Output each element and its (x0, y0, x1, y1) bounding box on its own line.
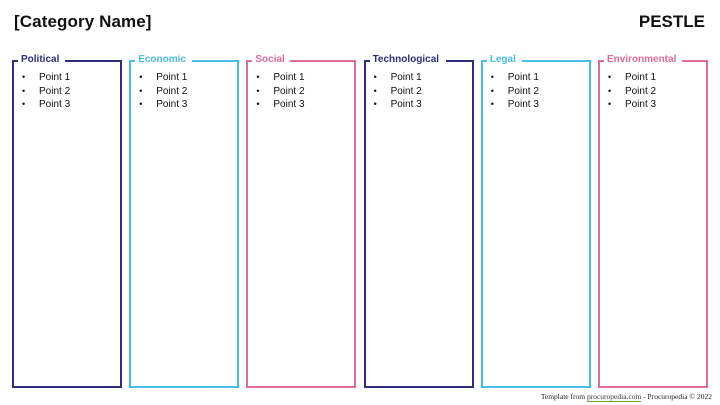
bullet-icon: • (373, 99, 377, 109)
point-text: Point 1 (507, 72, 539, 83)
pestle-box-technological: Technological • Point 1 • Point 2 • Point 3 (363, 54, 474, 388)
list-item: • Point 1 (491, 71, 539, 85)
point-list: • Point 1 • Point 2 • Point 3 (22, 71, 70, 112)
category-label: Economic (138, 54, 186, 65)
box-top-edge-left (597, 60, 604, 62)
bullet-icon: • (607, 99, 612, 109)
box-top-edge-left (12, 60, 18, 62)
pestle-box-environmental: Environmental • Point 1 • Point 2 • Point 3 (597, 54, 708, 388)
box-top-edge-left (363, 60, 370, 62)
point-text: Point 1 (39, 72, 71, 83)
box-top-edge-left (129, 60, 136, 62)
list-item: • Point 3 (491, 98, 539, 112)
point-list: • Point 1 • Point 2 • Point 3 (256, 71, 304, 112)
list-item: • Point 3 (256, 98, 304, 112)
point-text: Point 1 (273, 72, 305, 83)
category-label: Legal (489, 54, 516, 65)
bullet-icon: • (256, 85, 260, 96)
point-text: Point 3 (273, 99, 305, 110)
point-text: Point 3 (624, 99, 657, 110)
pestle-box-legal: Legal • Point 1 • Point 2 • Point 3 (480, 54, 591, 388)
point-text: Point 3 (390, 99, 422, 110)
list-item: • Point 1 (22, 71, 70, 85)
list-item: • Point 1 (139, 71, 187, 85)
bullet-icon: • (22, 99, 26, 109)
box-top-edge-left (246, 60, 253, 62)
point-text: Point 1 (156, 72, 188, 83)
category-label: Social (255, 54, 285, 65)
bullet-icon: • (373, 85, 377, 96)
box-top-edge-right (521, 60, 591, 62)
bullet-icon: • (22, 72, 26, 82)
bullet-icon: • (607, 72, 612, 82)
box-top-edge-right (290, 60, 357, 62)
category-label: Political (21, 54, 60, 65)
framework-title: PESTLE (638, 12, 705, 31)
point-list: • Point 1 • Point 2 • Point 3 (139, 71, 187, 112)
box-top-edge-right (192, 60, 240, 62)
pestle-box-political: Political • Point 1 • Point 2 • Point 3 (12, 54, 122, 388)
bullet-icon: • (256, 72, 260, 82)
point-text: Point 2 (390, 85, 422, 97)
box-top-edge-right (445, 60, 474, 62)
footer-link[interactable]: procuropedia.com (586, 392, 642, 402)
pestle-box-social: Social • Point 1 • Point 2 • Point 3 (246, 54, 357, 388)
bullet-icon: • (490, 72, 494, 82)
list-item: • Point 2 (374, 85, 422, 99)
point-text: Point 2 (39, 85, 71, 97)
list-item: • Point 1 (374, 71, 422, 85)
slide-title: [Category Name] (14, 12, 152, 31)
point-text: Point 1 (624, 72, 657, 83)
list-item: • Point 3 (22, 98, 70, 112)
box-top-edge-right (65, 60, 122, 62)
footer-prefix: Template from (540, 392, 587, 401)
bullet-icon: • (22, 85, 26, 96)
point-text: Point 2 (273, 85, 305, 97)
point-text: Point 2 (156, 85, 188, 97)
point-list: • Point 1 • Point 2 • Point 3 (608, 71, 656, 112)
bullet-icon: • (139, 99, 143, 109)
category-label: Technological (372, 54, 440, 65)
list-item: • Point 2 (491, 85, 539, 99)
point-text: Point 3 (156, 99, 188, 110)
point-text: Point 2 (624, 85, 657, 97)
box-top-edge-left (480, 60, 487, 62)
bullet-icon: • (373, 72, 377, 82)
list-item: • Point 2 (256, 85, 304, 99)
footer-credit: Template from procuropedia.com - Procuro… (540, 392, 712, 402)
point-text: Point 1 (390, 72, 422, 83)
point-text: Point 3 (39, 99, 71, 110)
box-top-edge-right (681, 60, 708, 62)
list-item: • Point 3 (374, 98, 422, 112)
list-item: • Point 1 (256, 71, 304, 85)
bullet-icon: • (607, 85, 612, 96)
bullet-icon: • (256, 99, 260, 109)
list-item: • Point 2 (139, 85, 187, 99)
bullet-icon: • (490, 85, 494, 96)
list-item: • Point 2 (22, 85, 70, 99)
bullet-icon: • (490, 99, 494, 109)
list-item: • Point 3 (608, 98, 656, 112)
point-list: • Point 1 • Point 2 • Point 3 (491, 71, 539, 112)
list-item: • Point 1 (608, 71, 656, 85)
point-text: Point 2 (507, 85, 539, 97)
bullet-icon: • (139, 85, 143, 96)
list-item: • Point 3 (139, 98, 187, 112)
pestle-box-economic: Economic • Point 1 • Point 2 • Point 3 (129, 54, 240, 388)
footer-suffix: - Procuropedia © 2022 (641, 392, 712, 401)
list-item: • Point 2 (608, 85, 656, 99)
category-label: Environmental (606, 54, 677, 65)
point-list: • Point 1 • Point 2 • Point 3 (374, 71, 422, 112)
bullet-icon: • (139, 72, 143, 82)
point-text: Point 3 (507, 99, 539, 110)
